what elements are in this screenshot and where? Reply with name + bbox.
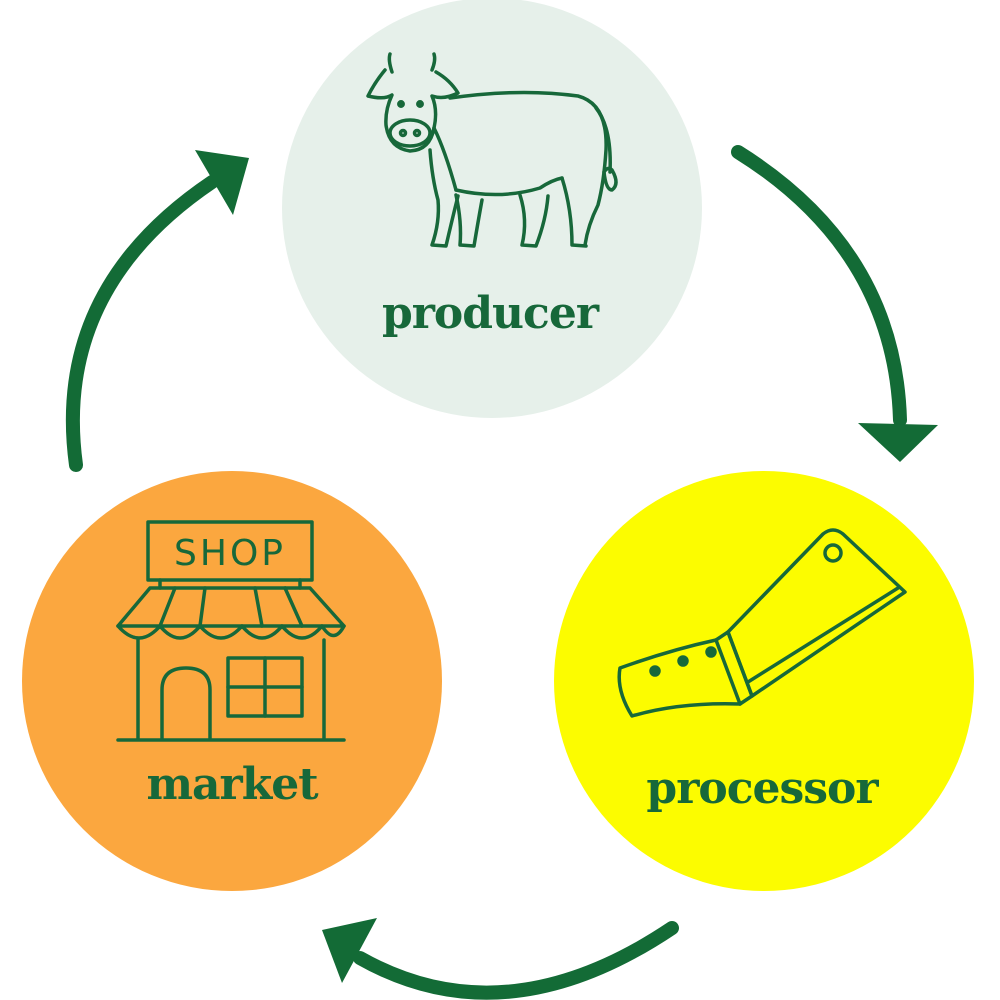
arrow-head (322, 918, 377, 983)
node-market: SHOP market (22, 471, 442, 891)
market-circle (22, 471, 442, 891)
arrow-shaft (65, 175, 219, 472)
node-processor: processor (554, 471, 974, 891)
producer-circle (282, 0, 702, 418)
arrow-market-to-producer (65, 150, 249, 472)
arrow-head (195, 150, 249, 215)
market-label: market (146, 759, 319, 810)
arrow-shaft (731, 145, 907, 427)
cycle-arrows (65, 145, 938, 1000)
node-producer: producer (282, 0, 702, 418)
shop-sign-text: SHOP (174, 533, 286, 574)
producer-label: producer (382, 288, 600, 339)
arrow-shaft (353, 921, 679, 1000)
arrow-head (858, 423, 938, 462)
processor-label: processor (646, 763, 879, 814)
arrow-producer-to-processor (731, 145, 938, 462)
cleaver-icon (617, 528, 907, 718)
shop-icon: SHOP (116, 520, 346, 742)
cow-icon (366, 52, 618, 248)
processor-circle (554, 471, 974, 891)
arrow-processor-to-market (322, 918, 679, 1000)
